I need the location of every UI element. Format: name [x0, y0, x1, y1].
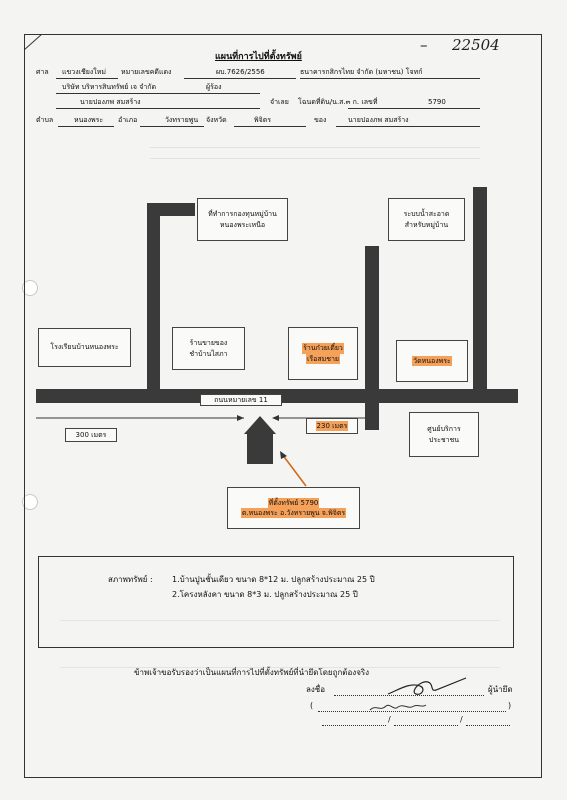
village-office-line1: ที่ทำการกองทุนหมู่บ้าน: [208, 210, 277, 219]
property-label: สภาพทรัพย์ :: [108, 575, 153, 584]
certification-statement: ข้าพเจ้าขอรับรองว่าเป็นแผนที่การไปที่ตั้…: [134, 668, 370, 677]
punch-hole: [22, 280, 38, 296]
page-title: แผนที่การไปที่ตั้งทรัพย์: [215, 52, 302, 62]
punch-hole: [22, 494, 38, 510]
distance-right-box: 230 เมตร: [306, 418, 358, 434]
grocery-box: ร้านขายของ ชำบ้านไสภา: [172, 327, 245, 370]
owner-value: นายปองภพ สมสร้าง: [348, 116, 409, 124]
deed-label: โฉนดที่ดิน/น.ส.๓ ก. เลขที่: [298, 98, 378, 106]
district-label: อำเภอ: [118, 116, 138, 124]
paren-close: ): [508, 701, 512, 710]
company-role: ผู้ร้อง: [206, 83, 222, 91]
road-label-box: ถนนหมายเลข 11: [200, 394, 282, 406]
signature-line: [334, 695, 484, 696]
company: บริษัท บริหารสินทรัพย์ เจ จำกัด: [62, 83, 157, 91]
noodle-shop-box: ร้านก๋วยเตี๋ยว เรือสมชาย: [288, 327, 358, 380]
court-value: แขวงเชียงใหม่: [62, 68, 106, 76]
underline: [56, 93, 260, 94]
show-through: [150, 147, 480, 159]
property-line2: 2.โครงหลังคา ขนาด 8*3 ม. ปลูกสร้างประมาณ…: [172, 590, 358, 599]
underline: [184, 78, 296, 79]
underline: [234, 126, 306, 127]
road-right-vertical: [473, 187, 487, 389]
distance-left: 300 เมตร: [75, 430, 107, 439]
temple-label: วัดหนองพระ: [412, 355, 452, 367]
subdistrict-label: ตำบล: [36, 116, 54, 124]
road-center-vertical: [365, 246, 379, 430]
grocery-line2: ชำบ้านไสภา: [189, 349, 228, 358]
service-center-line2: ประชาชน: [428, 435, 460, 444]
underline: [56, 78, 118, 79]
village-office-line2: หนองพระเหนือ: [219, 220, 266, 229]
temple-box: วัดหนองพระ: [396, 340, 468, 382]
pointer-arrow-icon: [280, 451, 307, 487]
name-line: [318, 711, 506, 712]
distance-left-box: 300 เมตร: [65, 428, 117, 442]
property-location-box: ที่ตั้งทรัพย์ 5790 ต.หนองพระ อ.วังทรายพู…: [227, 487, 360, 529]
village-office-box: ที่ทำการกองทุนหมู่บ้าน หนองพระเหนือ: [197, 198, 288, 241]
page-frame: [24, 34, 542, 778]
road-left-stub: [147, 203, 195, 216]
handwritten-signature: [387, 677, 467, 695]
date-sep-2: /: [460, 715, 463, 724]
plaintiff: ธนาคารกสิกรไทย จำกัด (มหาชน) โจทก์: [300, 68, 423, 76]
school-box: โรงเรียนบ้านหนองพระ: [38, 328, 131, 367]
handwritten-number: 22504: [452, 36, 500, 54]
property-location-line1: ที่ตั้งทรัพย์ 5790: [267, 497, 320, 508]
school-label: โรงเรียนบ้านหนองพระ: [50, 343, 119, 352]
signature-role: ผู้นำยึด: [488, 685, 513, 694]
defendant-role: จำเลย: [270, 98, 289, 106]
property-line1: 1.บ้านปูนชั้นเดียว ขนาด 8*12 ม. ปลูกสร้า…: [172, 575, 375, 584]
road-label: ถนนหมายเลข 11: [214, 395, 268, 404]
water-supply-box: ระบบน้ำสะอาด สำหรับหมู่บ้าน: [388, 198, 465, 241]
province-label: จังหวัด: [206, 116, 227, 124]
handwritten-dash: –: [420, 36, 428, 54]
province-value: พิจิตร: [254, 116, 272, 124]
handwritten-name: [369, 704, 427, 711]
case-value: ผบ.7626/2556: [216, 68, 265, 76]
subdistrict-value: หนองพระ: [74, 116, 104, 124]
deed-value: 5790: [428, 98, 446, 106]
owner-label: ของ: [314, 116, 327, 124]
underline: [300, 78, 480, 79]
corner-mark: [24, 34, 43, 51]
noodle-shop-line1: ร้านก๋วยเตี๋ยว: [302, 343, 344, 354]
distance-right: 230 เมตร: [315, 420, 349, 432]
service-center-box: ศูนย์บริการ ประชาชน: [409, 412, 479, 457]
underline: [56, 108, 260, 109]
underline: [58, 126, 114, 127]
court-label: ศาล: [36, 68, 49, 76]
show-through: [60, 620, 500, 668]
water-supply-line1: ระบบน้ำสะอาด: [403, 210, 450, 219]
water-supply-line2: สำหรับหมู่บ้าน: [404, 220, 449, 229]
date-sep-1: /: [388, 715, 391, 724]
case-label: หมายเลขคดีแดง: [121, 68, 172, 76]
underline: [140, 126, 204, 127]
grocery-line1: ร้านขายของ: [189, 339, 228, 348]
underline: [348, 108, 480, 109]
road-left-vertical: [147, 203, 160, 389]
house-icon: [244, 416, 276, 464]
date-line-month: [394, 725, 458, 726]
property-location-line2: ต.หนองพระ อ.วังทรายพูน จ.พิจิตร: [240, 508, 347, 519]
district-value: วังทรายพูน: [165, 116, 199, 124]
underline: [336, 126, 480, 127]
property-description-box: [38, 556, 514, 648]
defendant: นายปองภพ สมสร้าง: [80, 98, 141, 106]
service-center-line1: ศูนย์บริการ: [427, 425, 461, 434]
date-line-day: [322, 725, 386, 726]
noodle-shop-line2: เรือสมชาย: [305, 353, 341, 364]
signature-label: ลงชื่อ: [306, 685, 326, 694]
paren-open: (: [310, 701, 314, 710]
date-line-year: [466, 725, 510, 726]
